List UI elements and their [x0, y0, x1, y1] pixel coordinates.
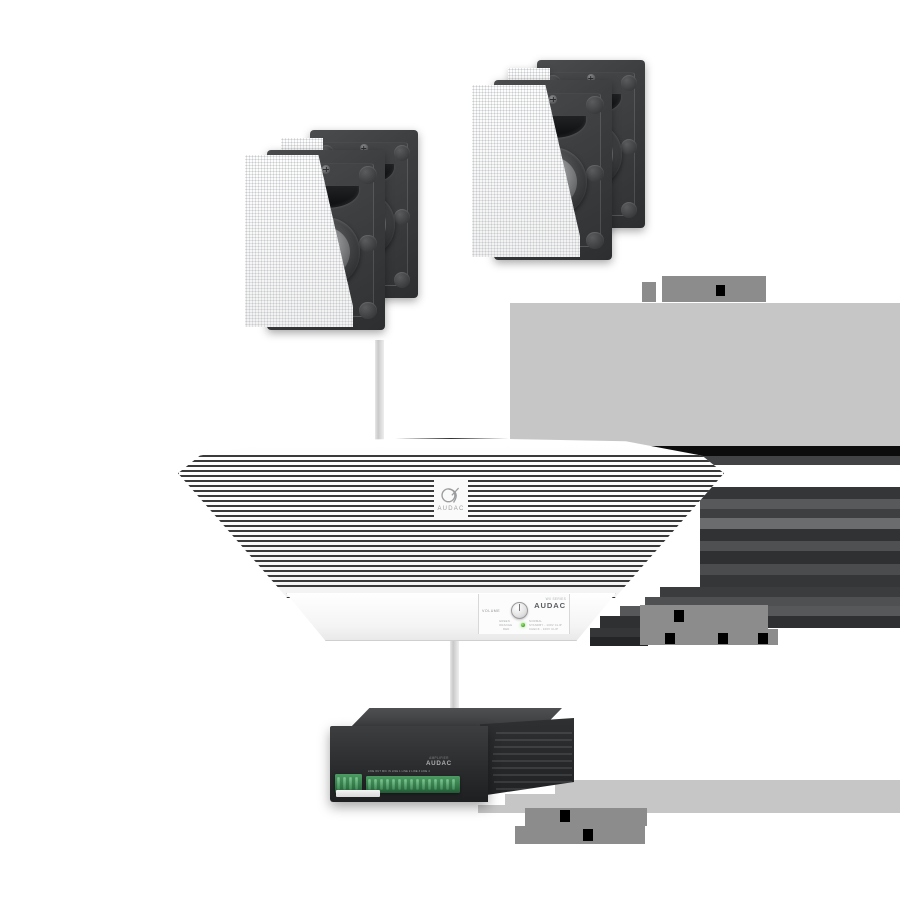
artifact-pale-block-main — [510, 303, 900, 458]
artifact-dark-band-2 — [690, 456, 900, 465]
screw-icon — [586, 231, 604, 250]
led-legend-green: GREEN — [499, 619, 510, 623]
screw-icon — [394, 271, 411, 288]
control-panel[interactable]: VOLUME WX SERIES AUDAC GREEN ORANGE RED … — [478, 594, 570, 634]
screw-icon — [394, 145, 411, 162]
artifact-dark-band-3 — [700, 487, 900, 499]
panel-brand: WX SERIES AUDAC — [534, 597, 566, 610]
screw-icon — [586, 164, 604, 183]
volume-label: VOLUME — [482, 609, 501, 613]
screw-icon — [586, 96, 604, 114]
artifact-pale-band-amp-1 — [555, 780, 900, 794]
screw-icon — [621, 75, 638, 92]
label-amplifier — [515, 808, 655, 846]
amplifier-heatsink — [480, 718, 574, 796]
artifact-dark-band-12 — [660, 587, 900, 597]
center-screw-icon — [321, 165, 331, 174]
led-legend-normal: NORMAL — [529, 619, 543, 623]
status-led-icon — [521, 623, 525, 627]
terminal-block-audio[interactable] — [366, 776, 460, 793]
artifact-dark-band-7 — [700, 529, 900, 541]
artifact-dark-band-1 — [645, 446, 900, 456]
in-wall-speaker-pair-left: audac — [245, 130, 460, 345]
audac-logo-icon — [441, 487, 460, 504]
label-inwall-speakers — [636, 276, 766, 302]
amplifier-front-panel: AMPLIFIER AUDAC LINE OUT MIC IN LINE 1 L… — [330, 726, 488, 802]
in-wall-speaker-pair-right: audac — [472, 60, 687, 275]
artifact-pale-band-amp-2 — [505, 794, 900, 805]
speaker-grille-shell: AUDAC — [178, 438, 724, 598]
cable-speaker-to-amplifier — [450, 630, 459, 722]
amplifier-unit[interactable]: AMPLIFIER AUDAC LINE OUT MIC IN LINE 1 L… — [330, 708, 574, 808]
artifact-dark-band-11 — [700, 575, 900, 587]
led-legend-orange: ORANGE — [499, 623, 513, 627]
screw-icon — [359, 301, 377, 320]
artifact-dark-band-9 — [700, 551, 900, 564]
artifact-dark-band-4 — [700, 499, 900, 509]
screw-icon — [621, 138, 638, 156]
artifact-pale-band-amp-3 — [478, 805, 900, 813]
audac-badge: AUDAC — [434, 479, 468, 519]
amplifier-badge-name: AUDAC — [426, 760, 452, 767]
cable-inwall-to-speaker — [375, 340, 384, 460]
panel-brand-name: AUDAC — [534, 601, 566, 610]
center-screw-icon — [548, 95, 558, 104]
label-wall-speaker — [640, 605, 786, 647]
audac-wordmark: AUDAC — [437, 505, 465, 512]
artifact-dark-band-10 — [700, 564, 900, 575]
artifact-dark-band-5 — [700, 509, 900, 518]
center-screw-icon — [360, 144, 368, 152]
artifact-dark-band-17 — [590, 637, 648, 646]
volume-knob[interactable] — [511, 602, 528, 619]
amplifier-badge: AMPLIFIER AUDAC — [426, 756, 452, 767]
amplifier-label-strip — [336, 790, 380, 797]
led-legend-standby: STANDBY - 100V CLIP — [529, 623, 562, 627]
led-legend-red: RED — [503, 627, 510, 631]
artifact-dark-band-16 — [590, 628, 650, 637]
artifact-dark-band-13 — [645, 597, 900, 606]
screw-icon — [621, 201, 638, 218]
center-screw-icon — [587, 74, 595, 82]
amplifier-badge-sub: AMPLIFIER — [429, 756, 449, 760]
panel-brand-sub: WX SERIES — [545, 597, 566, 601]
artifact-dark-band-8 — [700, 541, 900, 551]
wall-mount-speaker[interactable]: AUDAC VOLUME WX SERIES AUDAC GREEN ORANG… — [178, 438, 724, 643]
terminal-block-power[interactable] — [335, 774, 362, 793]
screw-icon — [394, 208, 411, 226]
connector-labels: LINE OUT MIC IN LINE 1 LINE 2 LINE 3 LIN… — [368, 770, 430, 773]
screw-icon — [359, 166, 377, 184]
led-legend-check: CHECK - 100V CLIP — [529, 627, 559, 631]
screw-icon — [359, 234, 377, 253]
artifact-dark-band-6 — [700, 518, 900, 529]
